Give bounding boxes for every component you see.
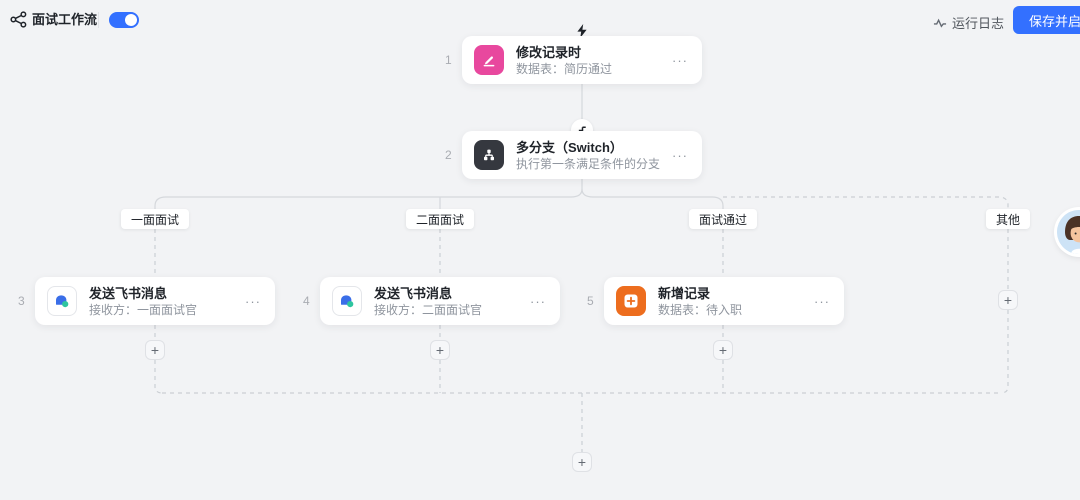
node-index: 2	[445, 148, 452, 162]
add-step-button-branch-other[interactable]: +	[998, 290, 1018, 310]
add-step-button-branch-1[interactable]: +	[145, 340, 165, 360]
feishu-message-icon	[332, 286, 362, 316]
assistant-avatar[interactable]	[1057, 210, 1080, 254]
switch-branch-icon	[474, 140, 504, 170]
edit-record-icon	[474, 45, 504, 75]
header-divider	[98, 12, 99, 28]
node-card-send-message-2[interactable]: 4 发送飞书消息 接收方：二面面试官 ···	[303, 277, 560, 325]
node-index: 5	[587, 294, 594, 308]
node-text: 新增记录 数据表：待入职	[658, 285, 812, 318]
branch-label-other[interactable]: 其他	[985, 209, 1031, 229]
node-card-send-message-1[interactable]: 3 发送飞书消息 接收方：一面面试官 ···	[18, 277, 275, 325]
node-subtitle: 数据表：待入职	[658, 302, 743, 317]
node-subtitle: 接收方：一面面试官	[89, 302, 198, 317]
node-index: 3	[18, 294, 25, 308]
toggle-knob	[125, 14, 137, 26]
node-index: 1	[445, 53, 452, 67]
node-subtitle: 执行第一条满足条件的分支	[516, 156, 661, 171]
add-step-button-branch-2[interactable]: +	[430, 340, 450, 360]
node-title: 修改记录时	[516, 44, 582, 60]
node-menu-button[interactable]: ···	[672, 147, 688, 163]
branch-label-first-interview[interactable]: 一面面试	[120, 209, 190, 229]
node-subtitle: 数据表：简历通过	[516, 61, 613, 76]
branch-label-interview-passed[interactable]: 面试通过	[688, 209, 758, 229]
lightning-trigger-icon	[573, 22, 591, 40]
workflow-icon	[10, 11, 27, 28]
run-log-button[interactable]: 运行日志	[933, 13, 1004, 32]
node-text: 发送飞书消息 接收方：二面面试官	[374, 285, 528, 318]
activity-icon	[933, 18, 947, 28]
node-menu-button[interactable]: ···	[814, 293, 830, 309]
node-card-switch[interactable]: 2 多分支（Switch） 执行第一条满足条件的分支 ···	[445, 131, 702, 179]
node-text: 修改记录时 数据表：简历通过	[516, 44, 670, 77]
page-title: 面试工作流	[32, 12, 98, 27]
node-title: 发送飞书消息	[374, 285, 453, 301]
add-step-button-bottom[interactable]: +	[572, 452, 592, 472]
node-menu-button[interactable]: ···	[245, 293, 261, 309]
node-text: 发送飞书消息 接收方：一面面试官	[89, 285, 243, 318]
node-text: 多分支（Switch） 执行第一条满足条件的分支	[516, 139, 670, 172]
node-menu-button[interactable]: ···	[672, 52, 688, 68]
feishu-message-icon	[47, 286, 77, 316]
add-step-button-branch-3[interactable]: +	[713, 340, 733, 360]
node-title: 新增记录	[658, 285, 711, 301]
run-log-label: 运行日志	[951, 16, 1004, 31]
avatar-face	[1057, 210, 1080, 254]
node-title: 多分支（Switch）	[516, 139, 623, 155]
branch-label-second-interview[interactable]: 二面面试	[405, 209, 475, 229]
node-card-add-record[interactable]: 5 新增记录 数据表：待入职 ···	[587, 277, 844, 325]
add-record-icon	[616, 286, 646, 316]
node-menu-button[interactable]: ···	[530, 293, 546, 309]
workflow-enable-toggle[interactable]	[109, 12, 139, 28]
node-index: 4	[303, 294, 310, 308]
node-subtitle: 接收方：二面面试官	[374, 302, 483, 317]
node-title: 发送飞书消息	[89, 285, 168, 301]
node-card-trigger[interactable]: 1 修改记录时 数据表：简历通过 ···	[445, 36, 702, 84]
save-and-enable-button[interactable]: 保存并启用	[1012, 6, 1080, 34]
